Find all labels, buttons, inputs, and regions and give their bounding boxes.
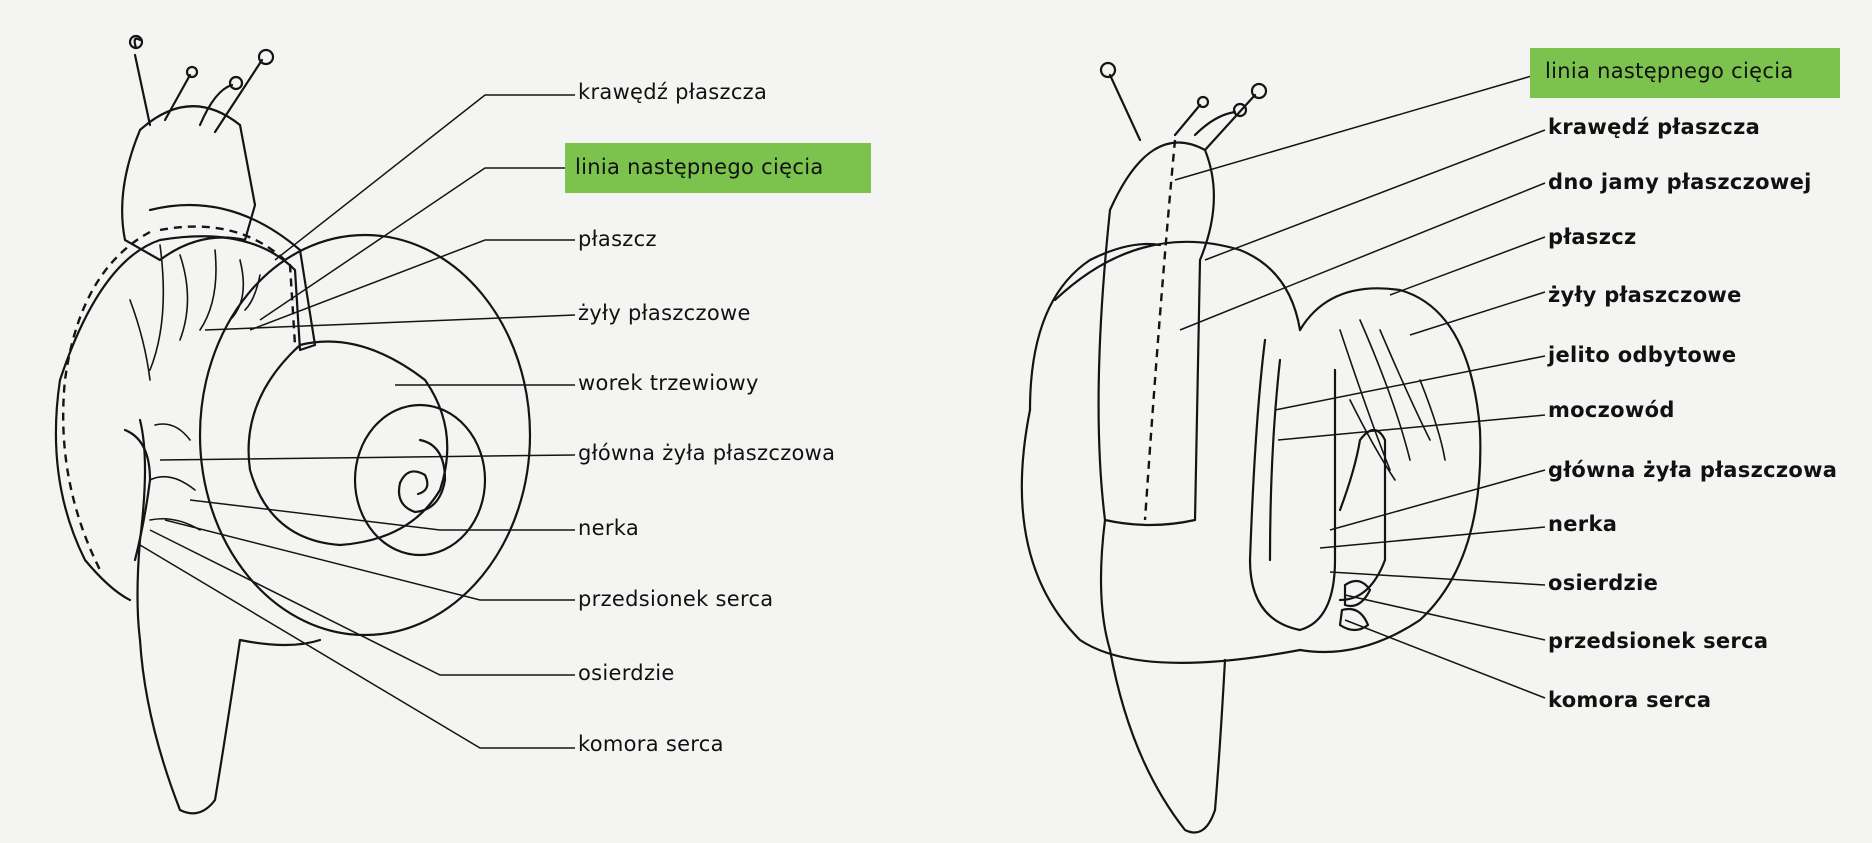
label-left-ventricle: komora serca	[578, 734, 724, 755]
label-right-mantle-cavity-floor: dno jamy płaszczowej	[1548, 172, 1812, 193]
label-left-mantle-edge: krawędź płaszcza	[578, 82, 767, 103]
label-right-kidney: nerka	[1548, 514, 1617, 535]
label-left-mantle-veins: żyły płaszczowe	[578, 303, 751, 324]
label-left-atrium: przedsionek serca	[578, 589, 773, 610]
label-right-atrium: przedsionek serca	[1548, 631, 1768, 652]
label-right-next-cut-line: linia następnego cięcia	[1545, 61, 1794, 82]
label-left-visceral-sac: worek trzewiowy	[578, 373, 759, 394]
label-right-pericardium: osierdzie	[1548, 573, 1658, 594]
label-right-rectum: jelito odbytowe	[1548, 345, 1736, 366]
label-right-main-mantle-vein: główna żyła płaszczowa	[1548, 460, 1837, 481]
label-left-next-cut-line: linia następnego cięcia	[575, 157, 824, 178]
label-left-mantle: płaszcz	[578, 229, 657, 250]
label-left-kidney: nerka	[578, 518, 639, 539]
label-right-ureter: moczowód	[1548, 400, 1675, 421]
label-right-mantle-edge: krawędź płaszcza	[1548, 117, 1760, 138]
label-left-main-mantle-vein: główna żyła płaszczowa	[578, 443, 835, 464]
label-left-pericardium: osierdzie	[578, 663, 675, 684]
label-right-mantle: płaszcz	[1548, 227, 1637, 248]
label-right-mantle-veins: żyły płaszczowe	[1548, 285, 1742, 306]
label-right-ventricle: komora serca	[1548, 690, 1711, 711]
